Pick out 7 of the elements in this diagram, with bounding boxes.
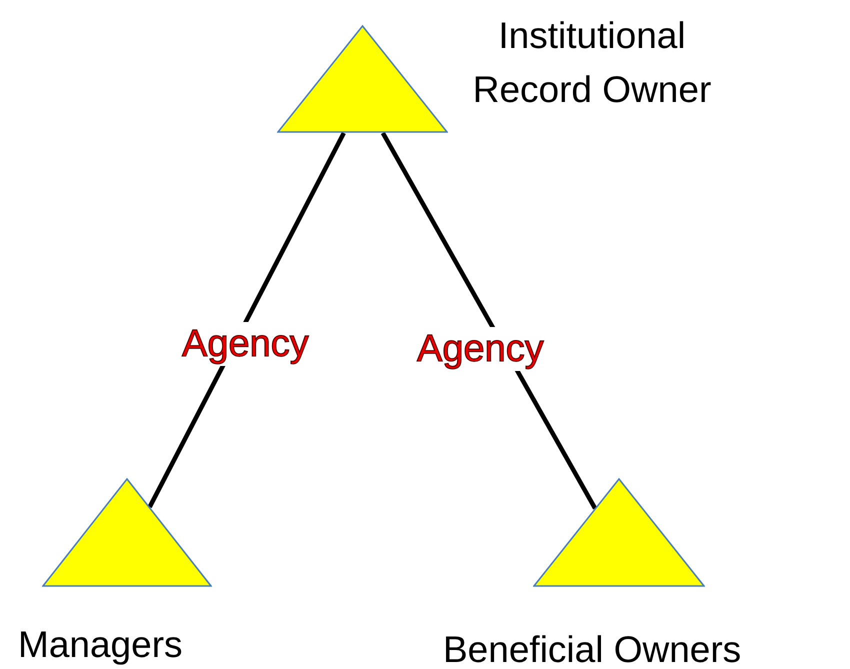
connector-line — [148, 132, 346, 508]
edge-label: Agency — [180, 322, 311, 366]
node-label: Institutional Record Owner — [472, 14, 712, 112]
node-label: Managers — [18, 623, 184, 667]
connector-line — [380, 132, 598, 510]
node-label: Beneficial Owners — [443, 628, 742, 669]
edge-label: Agency — [415, 327, 546, 371]
